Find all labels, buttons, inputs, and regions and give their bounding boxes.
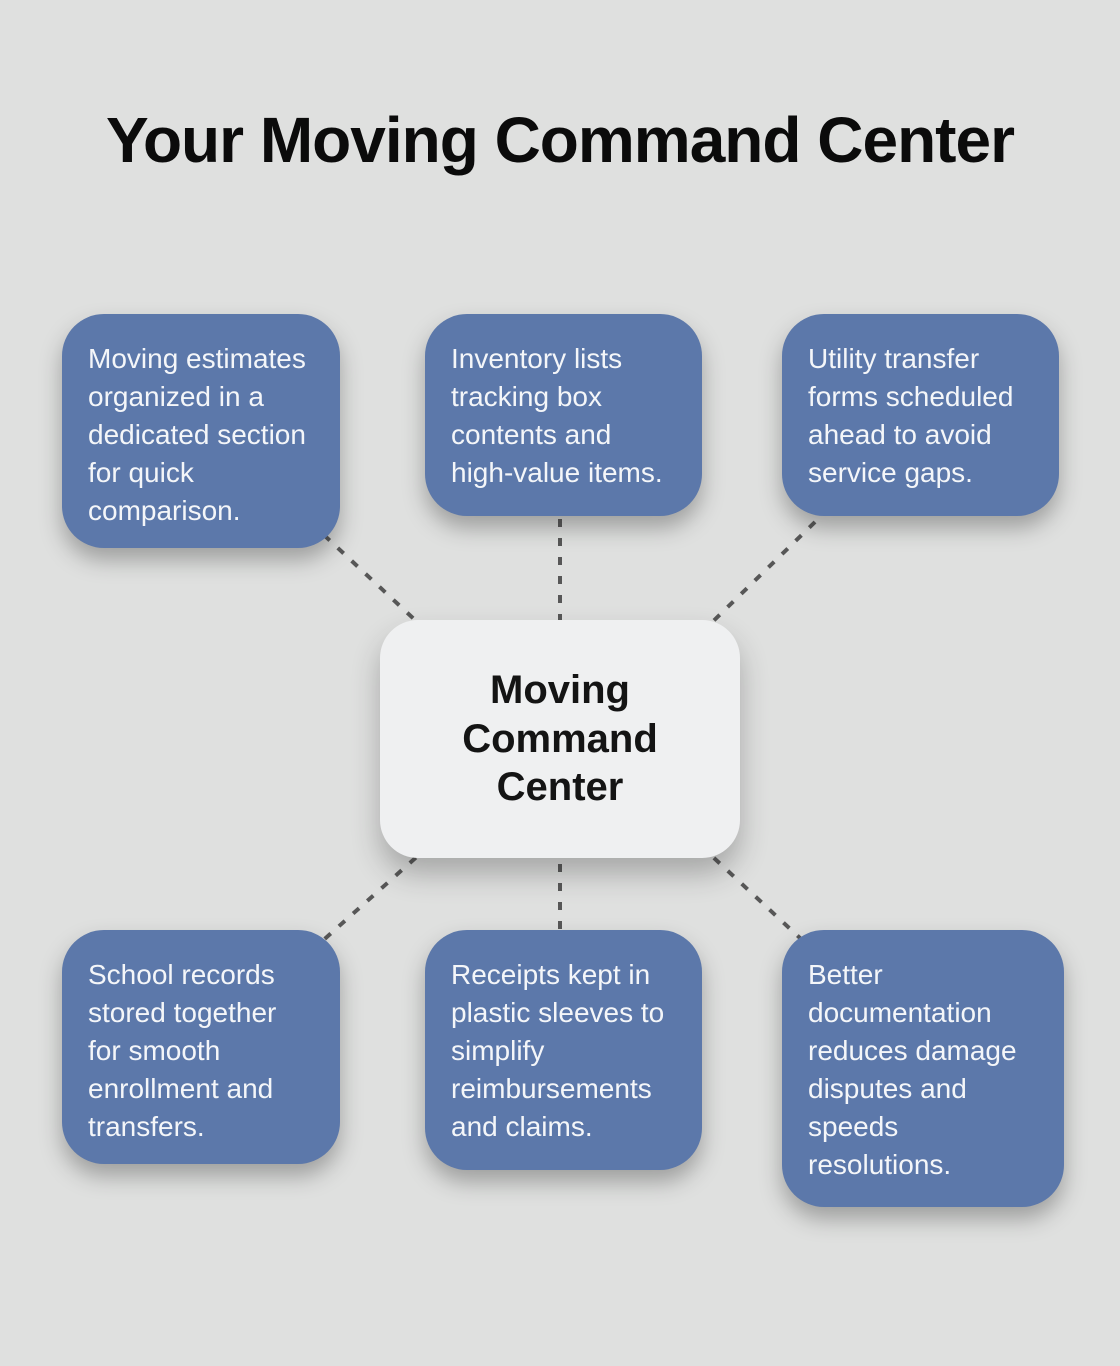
connector-line-top-left bbox=[308, 520, 432, 636]
node-top-right-text: Utility transfer forms scheduled ahead t… bbox=[808, 343, 1014, 488]
node-bottom-right: Better documentation reduces damage disp… bbox=[782, 930, 1064, 1207]
node-bottom-right-text: Better documentation reduces damage disp… bbox=[808, 959, 1017, 1180]
center-node: Moving Command Center bbox=[380, 620, 740, 858]
node-top-middle-text: Inventory lists tracking box contents an… bbox=[451, 343, 663, 488]
node-top-left: Moving estimates organized in a dedicate… bbox=[62, 314, 340, 548]
node-bottom-middle-text: Receipts kept in plastic sleeves to simp… bbox=[451, 959, 665, 1142]
connector-line-bottom-right bbox=[698, 843, 817, 954]
node-top-left-text: Moving estimates organized in a dedicate… bbox=[88, 343, 306, 526]
connector-line-bottom-left bbox=[308, 843, 432, 954]
connector-line-top-right bbox=[698, 520, 817, 636]
node-top-middle: Inventory lists tracking box contents an… bbox=[425, 314, 702, 516]
node-bottom-middle: Receipts kept in plastic sleeves to simp… bbox=[425, 930, 702, 1170]
center-node-label: Moving Command Center bbox=[462, 667, 658, 810]
node-top-right: Utility transfer forms scheduled ahead t… bbox=[782, 314, 1059, 516]
node-bottom-left: School records stored together for smoot… bbox=[62, 930, 340, 1164]
node-bottom-left-text: School records stored together for smoot… bbox=[88, 959, 277, 1142]
page-title: Your Moving Command Center bbox=[106, 104, 1015, 176]
